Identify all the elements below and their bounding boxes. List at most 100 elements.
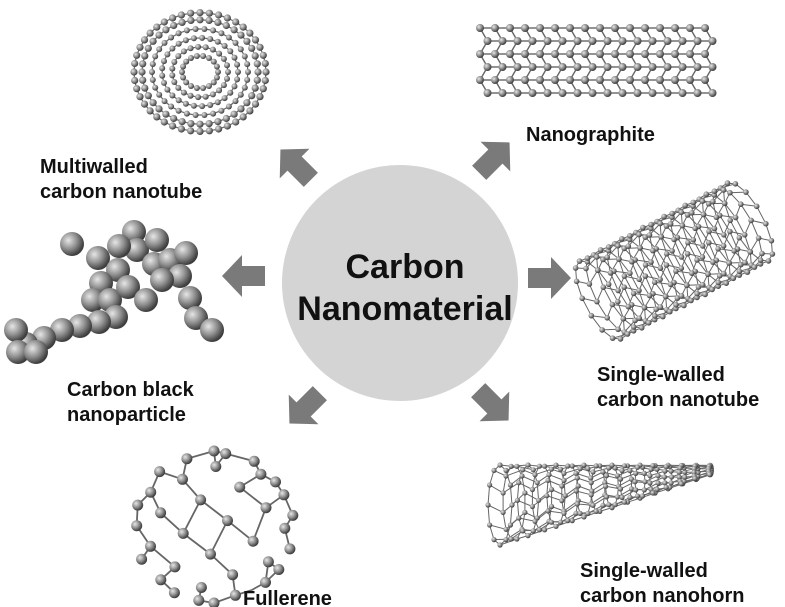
atom <box>606 502 612 508</box>
atom <box>500 490 506 496</box>
bond <box>617 488 632 498</box>
atom <box>723 280 729 287</box>
atom <box>155 31 163 39</box>
atom <box>647 473 653 479</box>
atom <box>663 464 669 470</box>
bond <box>698 226 710 243</box>
atom <box>727 189 733 196</box>
atom <box>619 494 625 500</box>
atom <box>532 518 538 524</box>
atom <box>662 468 668 474</box>
atom <box>732 181 739 187</box>
atom <box>626 24 634 32</box>
atom <box>513 89 522 97</box>
atom <box>667 281 674 288</box>
arrow <box>528 257 571 299</box>
atom <box>491 76 499 84</box>
bond <box>660 236 673 252</box>
bond <box>502 512 507 530</box>
atom <box>181 453 193 465</box>
atom <box>237 105 245 113</box>
atom <box>588 475 594 481</box>
atom <box>634 464 641 470</box>
atom <box>514 497 521 503</box>
atom <box>227 48 234 55</box>
bond <box>638 290 646 308</box>
atom <box>721 200 728 207</box>
atom <box>648 37 657 45</box>
atom <box>243 37 251 45</box>
atom <box>149 99 157 107</box>
atom <box>168 587 180 599</box>
label-line: carbon nanotube <box>597 389 760 411</box>
atom <box>593 254 600 260</box>
bond <box>590 485 606 496</box>
atom <box>168 264 192 288</box>
atom <box>573 37 582 45</box>
atom <box>720 187 727 193</box>
atom <box>261 59 269 68</box>
bond <box>576 281 583 299</box>
atom <box>628 258 635 265</box>
atom <box>590 502 596 508</box>
atom <box>677 465 683 471</box>
atom <box>251 36 260 44</box>
atom <box>149 69 155 75</box>
bond <box>652 250 661 269</box>
atom <box>627 468 633 474</box>
atom <box>210 27 217 34</box>
atom <box>159 72 166 79</box>
atom <box>81 288 105 312</box>
atom <box>600 284 607 291</box>
atom <box>251 100 260 108</box>
bond <box>681 256 693 274</box>
atom <box>579 295 585 302</box>
bond <box>618 258 631 274</box>
atom <box>160 18 168 26</box>
atom <box>661 474 668 480</box>
atom <box>573 470 579 476</box>
atom <box>507 482 513 488</box>
atom <box>210 58 217 65</box>
atom <box>596 24 604 32</box>
atom <box>699 243 706 249</box>
bond <box>675 270 688 286</box>
bond <box>527 529 545 537</box>
atom <box>588 312 595 319</box>
atom <box>661 213 667 220</box>
atom <box>575 483 581 489</box>
bond <box>489 484 504 494</box>
atom <box>565 518 571 524</box>
atom <box>200 53 207 59</box>
bond <box>660 236 668 254</box>
bond <box>505 528 523 541</box>
atom <box>254 68 262 76</box>
bond <box>536 506 552 519</box>
bond <box>489 524 507 530</box>
atom <box>188 55 194 61</box>
atom <box>559 498 565 504</box>
bond <box>715 217 725 235</box>
atom <box>648 89 657 97</box>
bond <box>654 281 666 297</box>
atom <box>744 269 751 275</box>
atom <box>239 23 247 31</box>
atom <box>169 14 177 22</box>
atom <box>715 279 722 286</box>
atom <box>647 480 653 486</box>
atom <box>190 35 197 42</box>
atom <box>522 490 528 496</box>
atom <box>727 228 733 235</box>
atom <box>646 292 653 299</box>
atom <box>653 306 659 313</box>
atom <box>588 37 597 45</box>
atom <box>678 37 687 45</box>
atom <box>279 522 291 534</box>
atom <box>678 63 687 71</box>
atom <box>621 245 627 252</box>
atom <box>663 37 672 45</box>
atom <box>239 113 247 121</box>
atom <box>201 26 208 32</box>
bond <box>521 475 538 484</box>
